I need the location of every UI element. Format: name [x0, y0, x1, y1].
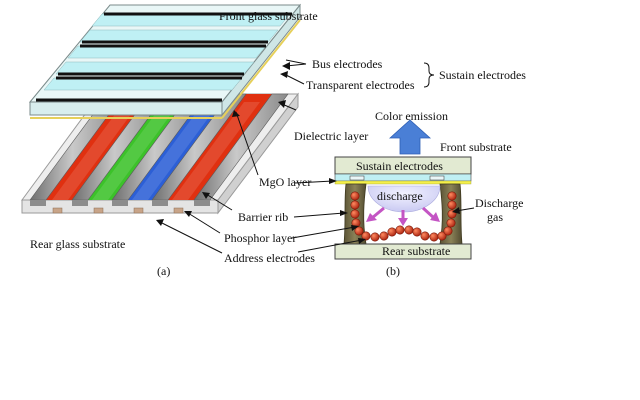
discharge-arrows	[366, 206, 440, 226]
label-address-electrodes: Address electrodes	[224, 251, 315, 265]
dielectric-band	[334, 180, 472, 185]
transparent-electrode	[79, 29, 279, 43]
transparent-electrode	[55, 61, 255, 75]
caption-b: (b)	[386, 264, 400, 278]
label-sustain-electrodes: Sustain electrodes	[439, 68, 526, 82]
panel-b: Color emission Front substrate Sustain e…	[291, 109, 523, 278]
transparent-electrode	[43, 77, 243, 91]
label-rear-substrate: Rear substrate	[382, 244, 450, 258]
label-dielectric-layer: Dielectric layer	[294, 129, 368, 143]
label-color-emission: Color emission	[375, 109, 448, 123]
phosphor-green	[80, 94, 198, 200]
label-bus-electrodes: Bus electrodes	[312, 57, 383, 71]
label-discharge-gas: Discharge	[475, 196, 523, 210]
color-emission-arrow	[388, 119, 432, 155]
phosphor-spheres	[350, 191, 457, 242]
rear-substrate-block	[334, 243, 472, 260]
label-rear-glass-substrate: Rear glass substrate	[30, 237, 125, 251]
label-transparent-electrodes: Transparent electrodes	[306, 78, 415, 92]
phosphor-red-1	[40, 94, 158, 200]
label-discharge-gas-line2: gas	[487, 210, 503, 224]
label-sustain-electrodes-b: Sustain electrodes	[356, 159, 443, 173]
label-mgo-layer: MgO layer	[259, 175, 311, 189]
sustain-brace	[423, 62, 435, 88]
front-electrodes	[36, 12, 292, 102]
label-front-substrate: Front substrate	[440, 140, 512, 154]
caption-a: (a)	[157, 264, 170, 278]
barrier-ribs	[29, 93, 289, 206]
phosphor-blue	[120, 94, 238, 200]
panel-a: Front glass substrate Bus electrodes Tra…	[21, 3, 526, 278]
label-barrier-rib: Barrier rib	[238, 210, 288, 224]
label-front-glass-substrate: Front glass substrate	[219, 9, 318, 23]
leader-lines-b	[291, 180, 363, 253]
leader-arrowheads-a	[156, 62, 290, 226]
label-discharge: discharge	[377, 189, 423, 203]
address-electrode-stubs	[52, 207, 184, 214]
transparent-electrode	[67, 45, 267, 59]
label-phosphor-layer: Phosphor layer	[224, 231, 296, 245]
phosphor-red-2	[160, 94, 278, 200]
leader-arrowheads-b	[329, 178, 366, 244]
